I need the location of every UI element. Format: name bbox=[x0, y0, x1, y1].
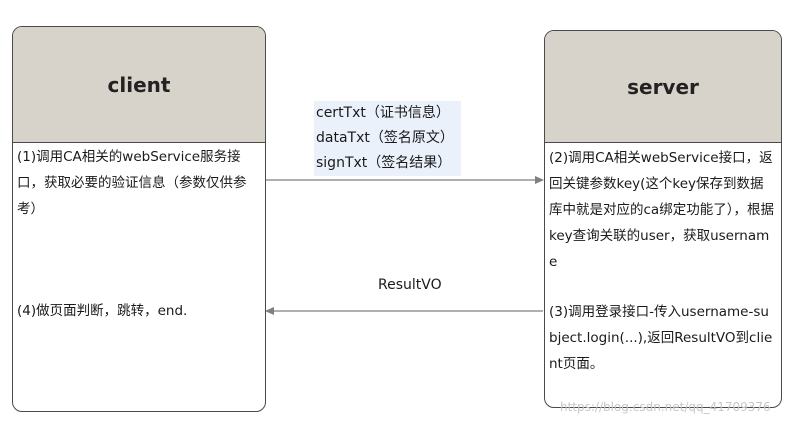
client-box: client (1)调用CA相关的webService服务接口，获取必要的验证信… bbox=[12, 26, 266, 412]
param-certtxt: certTxt（证书信息） bbox=[316, 105, 450, 121]
client-title: client bbox=[13, 27, 265, 143]
server-title: server bbox=[545, 31, 781, 143]
server-box: server (2)调用CA相关webService接口，返回关键参数key(这… bbox=[544, 30, 782, 408]
param-datatxt: dataTxt（签名原文） bbox=[316, 130, 454, 146]
client-step1: (1)调用CA相关的webService服务接口，获取必要的验证信息（参数仅供参… bbox=[17, 149, 247, 217]
request-params: certTxt（证书信息） dataTxt（签名原文） signTxt（签名结果… bbox=[314, 101, 461, 176]
server-step2: (2)调用CA相关webService接口，返回关键参数key(这个key保存到… bbox=[549, 150, 774, 270]
response-label: ResultVO bbox=[378, 277, 442, 293]
param-signtxt: signTxt（签名结果） bbox=[316, 155, 452, 171]
watermark: https://blog.csdn.net/qq_41709376 bbox=[560, 400, 771, 414]
server-step3: (3)调用登录接口-传入username-subject.login(...),… bbox=[549, 304, 773, 372]
client-step4: (4)做页面判断，跳转，end. bbox=[17, 303, 188, 319]
